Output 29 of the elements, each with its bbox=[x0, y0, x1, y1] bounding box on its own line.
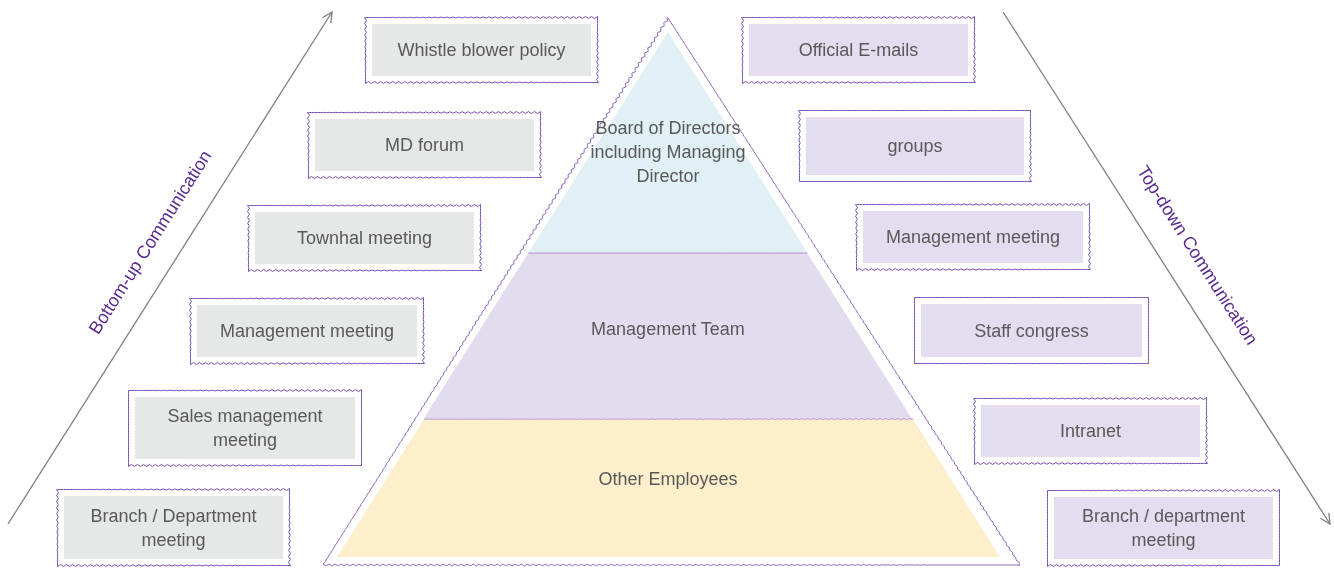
channel-label: Whistle blower policy bbox=[372, 24, 591, 76]
channel-label: Official E-mails bbox=[749, 24, 968, 76]
level-label: Board of Directors including Managing Director bbox=[589, 117, 747, 188]
level-label: Other Employees bbox=[597, 468, 739, 491]
pyramid-band bbox=[424, 253, 912, 418]
channel-label: Townhal meeting bbox=[255, 212, 474, 264]
channel-card bbox=[914, 297, 1149, 364]
channel-card bbox=[1047, 490, 1280, 566]
channel-card bbox=[974, 398, 1207, 464]
channel-card bbox=[365, 17, 598, 83]
pyramid-band bbox=[336, 419, 1000, 557]
level-label: Management Team bbox=[590, 318, 746, 341]
channel-label: Management meeting bbox=[863, 211, 1083, 263]
channel-label: Sales management meeting bbox=[135, 397, 355, 459]
channel-label: Management meeting bbox=[197, 305, 417, 357]
channel-card bbox=[190, 298, 424, 364]
channel-card bbox=[248, 205, 481, 271]
channel-card bbox=[742, 17, 975, 83]
channel-label: Branch / Department meeting bbox=[64, 496, 283, 559]
channel-label: Staff congress bbox=[921, 304, 1142, 357]
channel-card bbox=[856, 204, 1090, 270]
channel-label: Branch / department meeting bbox=[1054, 497, 1273, 559]
channel-label: groups bbox=[806, 117, 1024, 175]
channel-label: Intranet bbox=[981, 405, 1200, 457]
channel-card bbox=[308, 112, 541, 178]
channel-card bbox=[57, 489, 290, 566]
channel-card bbox=[128, 390, 362, 466]
channel-card bbox=[799, 110, 1031, 182]
channel-label: MD forum bbox=[315, 119, 534, 171]
